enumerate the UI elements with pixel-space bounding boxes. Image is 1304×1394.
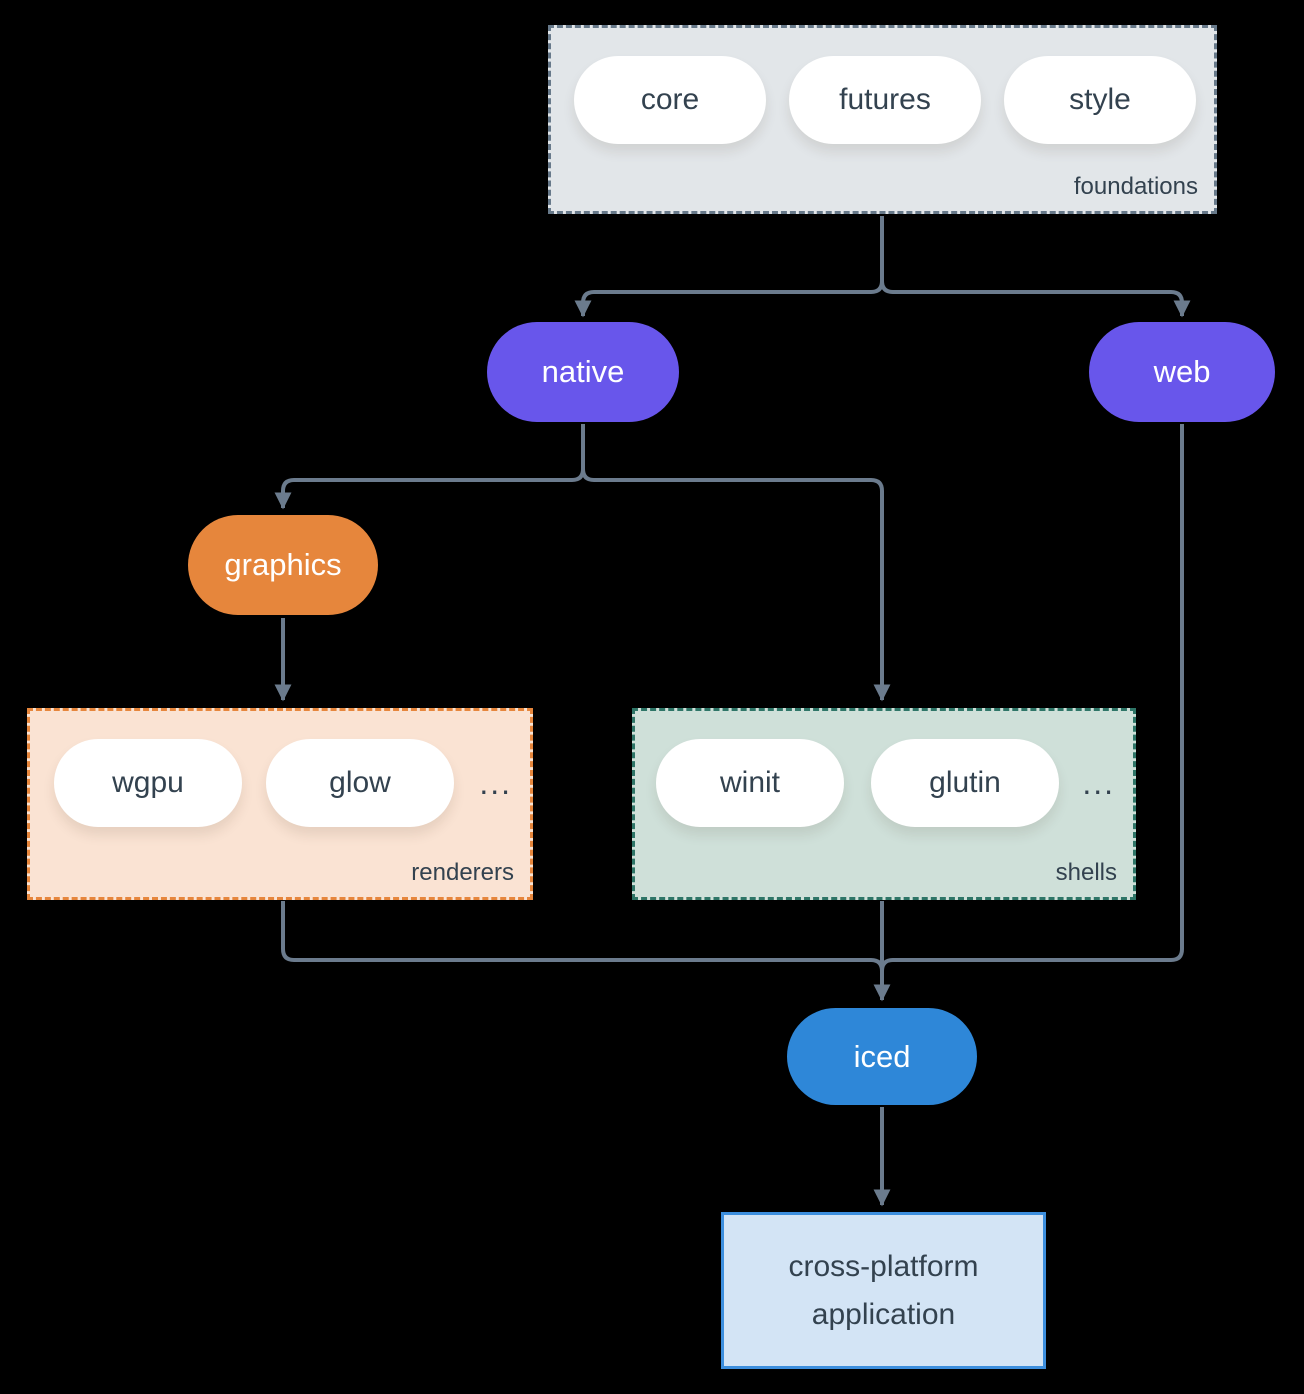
node-web: web [1089,322,1275,422]
shells-group-label: shells [1055,859,1117,886]
connector-foundations-native [574,216,884,318]
node-graphics: graphics [188,515,378,615]
connector-foundations-web [880,216,1191,318]
node-native: native [487,322,679,422]
application-label-line1: cross-platform [788,1249,979,1283]
connector-native-graphics [274,424,585,510]
renderers-group-label: renderers [411,859,514,886]
renderers-more-ellipsis: ... [479,764,512,801]
foundations-group-label: foundations [1073,173,1198,200]
renderers-group: wgpu glow ... renderers [27,708,533,900]
node-style: style [1004,56,1196,144]
node-iced: iced [787,1008,977,1105]
node-cross-platform-application: cross-platform application [721,1212,1046,1369]
node-glow: glow [266,739,454,827]
foundations-group: core futures style foundations [548,25,1217,214]
shells-group: winit glutin ... shells [632,708,1136,900]
node-glutin: glutin [871,739,1059,827]
application-label-line2: application [811,1297,956,1331]
shells-more-ellipsis: ... [1082,764,1115,801]
connector-native-shells [581,424,891,702]
node-winit: winit [656,739,844,827]
node-core: core [574,56,766,144]
node-wgpu: wgpu [54,739,242,827]
connector-renderers-merge [281,901,884,972]
node-futures: futures [789,56,981,144]
